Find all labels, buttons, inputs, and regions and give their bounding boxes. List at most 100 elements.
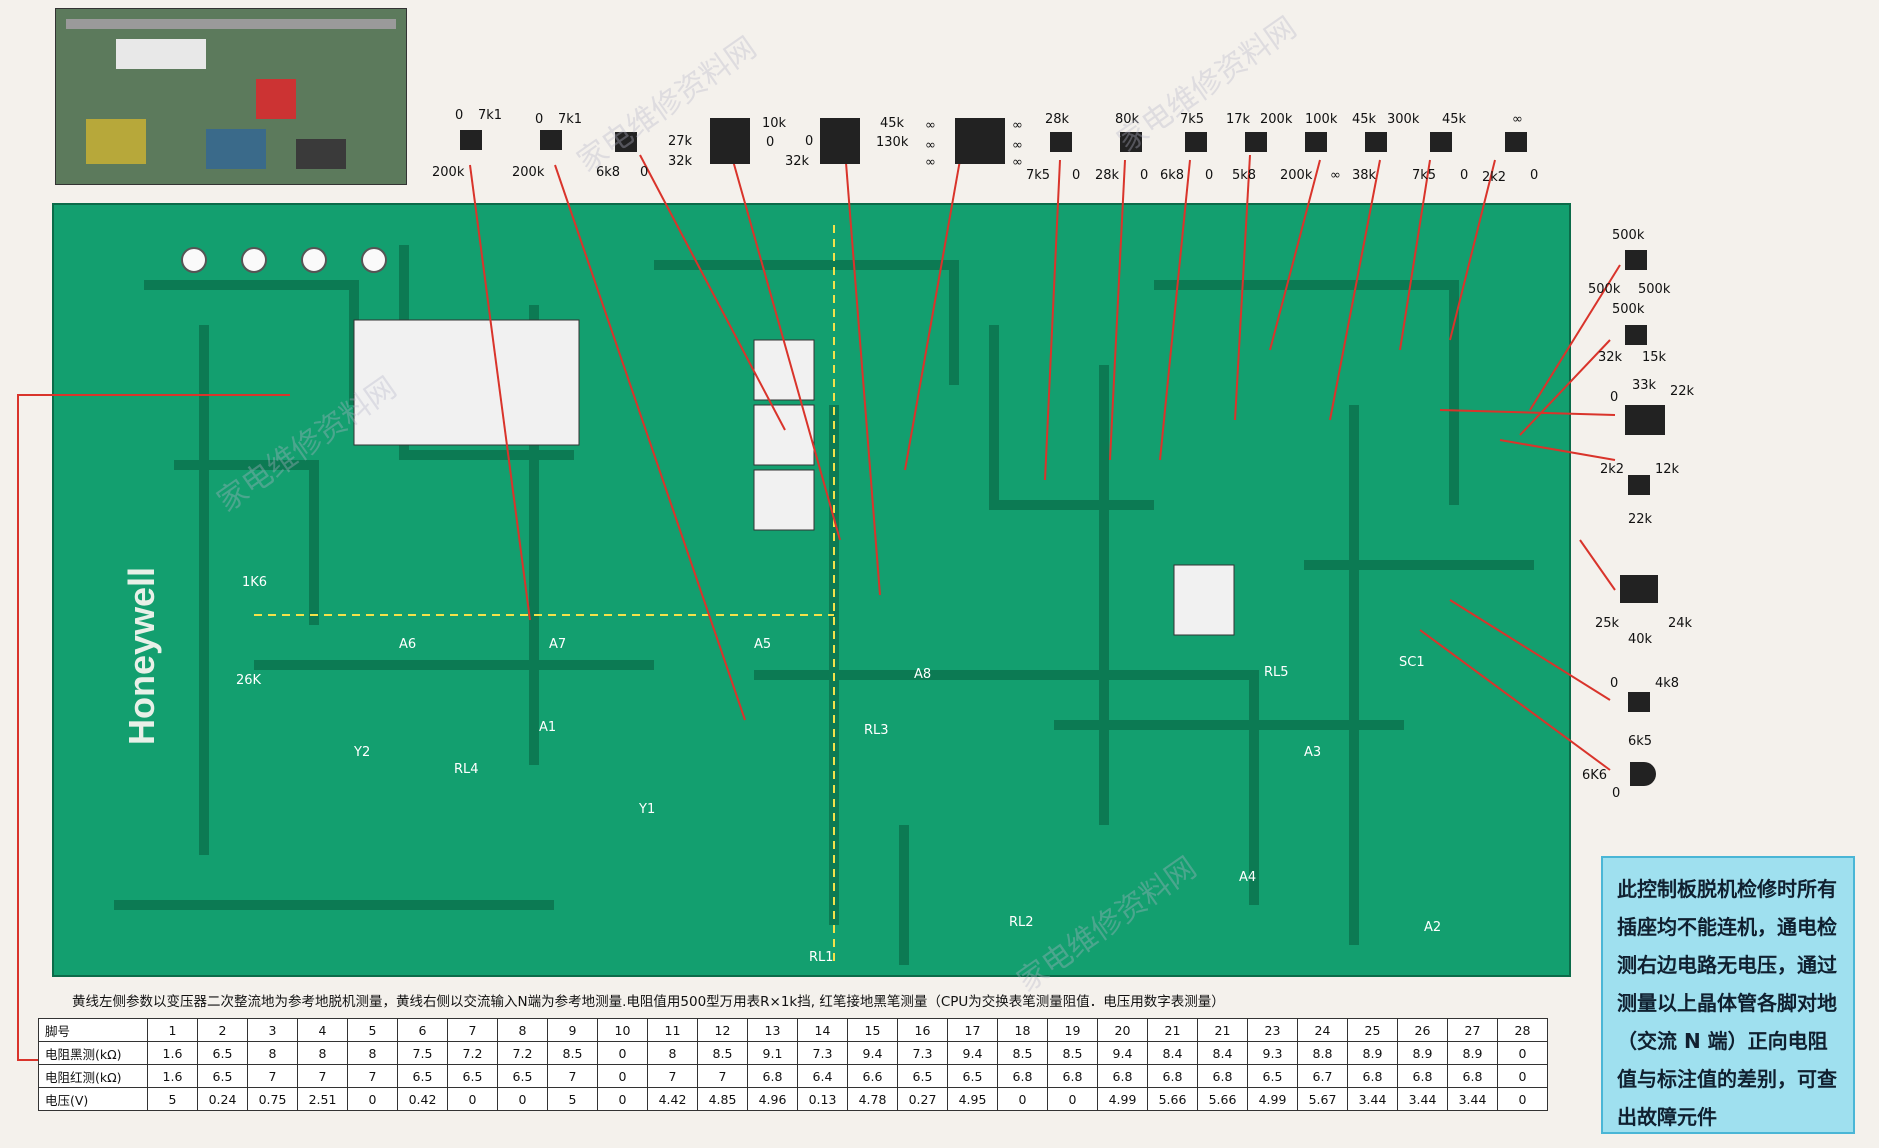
table-cell: 6.5 bbox=[197, 1041, 248, 1065]
board-label: SC1 bbox=[1399, 655, 1425, 670]
table-cell: 2 bbox=[197, 1018, 248, 1042]
comp-label: 0 bbox=[805, 134, 814, 149]
comp-label: 7k1 bbox=[478, 108, 503, 123]
table-cell: 4.85 bbox=[697, 1087, 748, 1111]
table-cell: 6.8 bbox=[1447, 1064, 1498, 1088]
comp-label: 0 bbox=[1205, 168, 1214, 183]
table-cell: 25 bbox=[1347, 1018, 1398, 1042]
row-label: 电阻黑测(kΩ) bbox=[38, 1041, 148, 1065]
pcb-traces bbox=[114, 225, 1534, 965]
board-label: A1 bbox=[539, 720, 557, 735]
comp-label: ∞ bbox=[1012, 138, 1023, 153]
comp-label: 0 bbox=[640, 165, 649, 180]
table-cell: 8.9 bbox=[1397, 1041, 1448, 1065]
comp-label: 500k bbox=[1588, 282, 1621, 297]
svg-text:Honeywell: Honeywell bbox=[121, 567, 162, 745]
board-label: A4 bbox=[1239, 870, 1257, 885]
table-cell: 3.44 bbox=[1347, 1087, 1398, 1111]
table-cell: 16 bbox=[897, 1018, 948, 1042]
board-label: A2 bbox=[1424, 920, 1442, 935]
table-cell: 12 bbox=[697, 1018, 748, 1042]
table-cell: 4.99 bbox=[1097, 1087, 1148, 1111]
table-cell: 28 bbox=[1497, 1018, 1548, 1042]
brand-logo: Honeywell bbox=[114, 535, 174, 755]
table-cell: 0 bbox=[447, 1087, 498, 1111]
comp-label: 0 bbox=[455, 108, 464, 123]
table-cell: 8.5 bbox=[547, 1041, 598, 1065]
comp-label: 200k bbox=[512, 165, 545, 180]
comp-label: 200k bbox=[1280, 168, 1313, 183]
table-cell: 7 bbox=[247, 1064, 298, 1088]
table-cell: 9 bbox=[547, 1018, 598, 1042]
row-label: 电阻红测(kΩ) bbox=[38, 1064, 148, 1088]
comp-label: 32k bbox=[785, 154, 810, 169]
table-cell: 2.51 bbox=[297, 1087, 348, 1111]
table-cell: 6.5 bbox=[497, 1064, 548, 1088]
comp-label: 17k bbox=[1226, 112, 1251, 127]
table-cell: 8.9 bbox=[1447, 1041, 1498, 1065]
table-cell: 15 bbox=[847, 1018, 898, 1042]
table-cell: 6 bbox=[397, 1018, 448, 1042]
comp-label: 0 bbox=[1610, 390, 1619, 405]
table-cell: 8.4 bbox=[1147, 1041, 1198, 1065]
comp-label: 7k5 bbox=[1026, 168, 1051, 183]
comp-label: 500k bbox=[1612, 302, 1645, 317]
table-cell: 0 bbox=[597, 1087, 648, 1111]
row-label: 脚号 bbox=[38, 1018, 148, 1042]
table-cell: 6.7 bbox=[1297, 1064, 1348, 1088]
comp-label: 10k bbox=[762, 116, 787, 131]
comp-label: 0 bbox=[1460, 168, 1469, 183]
table-cell: 8.9 bbox=[1347, 1041, 1398, 1065]
table-cell: 6.5 bbox=[897, 1064, 948, 1088]
comp-label: 25k bbox=[1595, 616, 1620, 631]
comp-label: 5k8 bbox=[1232, 168, 1257, 183]
table-cell: 1 bbox=[147, 1018, 198, 1042]
table-cell: 26 bbox=[1397, 1018, 1448, 1042]
table-cell: 8.8 bbox=[1297, 1041, 1348, 1065]
comp-label: 40k bbox=[1628, 632, 1653, 647]
comp-label: 28k bbox=[1095, 168, 1120, 183]
table-cell: 1.6 bbox=[147, 1041, 198, 1065]
comp-label: 32k bbox=[668, 154, 693, 169]
comp-label: 4k8 bbox=[1655, 676, 1680, 691]
comp-label: 0 bbox=[535, 112, 544, 127]
table-cell: 6.8 bbox=[1197, 1064, 1248, 1088]
table-cell: 4.96 bbox=[747, 1087, 798, 1111]
table-cell: 0 bbox=[1497, 1087, 1548, 1111]
board-label: A8 bbox=[914, 667, 932, 682]
comp-label: 7k5 bbox=[1412, 168, 1437, 183]
comp-label: 45k bbox=[880, 116, 905, 131]
comp-label: 12k bbox=[1655, 462, 1680, 477]
table-cell: 0.27 bbox=[897, 1087, 948, 1111]
comp-label: ∞ bbox=[1012, 155, 1023, 170]
board-label: Y2 bbox=[354, 745, 371, 760]
table-cell: 8 bbox=[497, 1018, 548, 1042]
comp-label: 0 bbox=[766, 135, 775, 150]
table-cell: 0 bbox=[347, 1087, 398, 1111]
table-cell: 10 bbox=[597, 1018, 648, 1042]
comp-label: 2k2 bbox=[1600, 462, 1625, 477]
comp-label: 200k bbox=[1260, 112, 1293, 127]
table-cell: 8.5 bbox=[1047, 1041, 1098, 1065]
board-photo-thumbnail bbox=[55, 8, 407, 185]
board-label: RL5 bbox=[1264, 665, 1289, 680]
comp-label: 45k bbox=[1352, 112, 1377, 127]
table-cell: 8 bbox=[297, 1041, 348, 1065]
table-cell: 5 bbox=[347, 1018, 398, 1042]
comp-label: 500k bbox=[1612, 228, 1645, 243]
table-cell: 0 bbox=[597, 1064, 648, 1088]
table-cell: 8 bbox=[247, 1041, 298, 1065]
row-label: 电压(V) bbox=[38, 1087, 148, 1111]
table-cell: 0 bbox=[1047, 1087, 1098, 1111]
table-cell: 7.3 bbox=[797, 1041, 848, 1065]
comp-label: 15k bbox=[1642, 350, 1667, 365]
table-cell: 5 bbox=[547, 1087, 598, 1111]
table-cell: 9.3 bbox=[1247, 1041, 1298, 1065]
comp-label: 38k bbox=[1352, 168, 1377, 183]
comp-label: 100k bbox=[1305, 112, 1338, 127]
comp-label: 7k1 bbox=[558, 112, 583, 127]
table-cell: 8.5 bbox=[697, 1041, 748, 1065]
